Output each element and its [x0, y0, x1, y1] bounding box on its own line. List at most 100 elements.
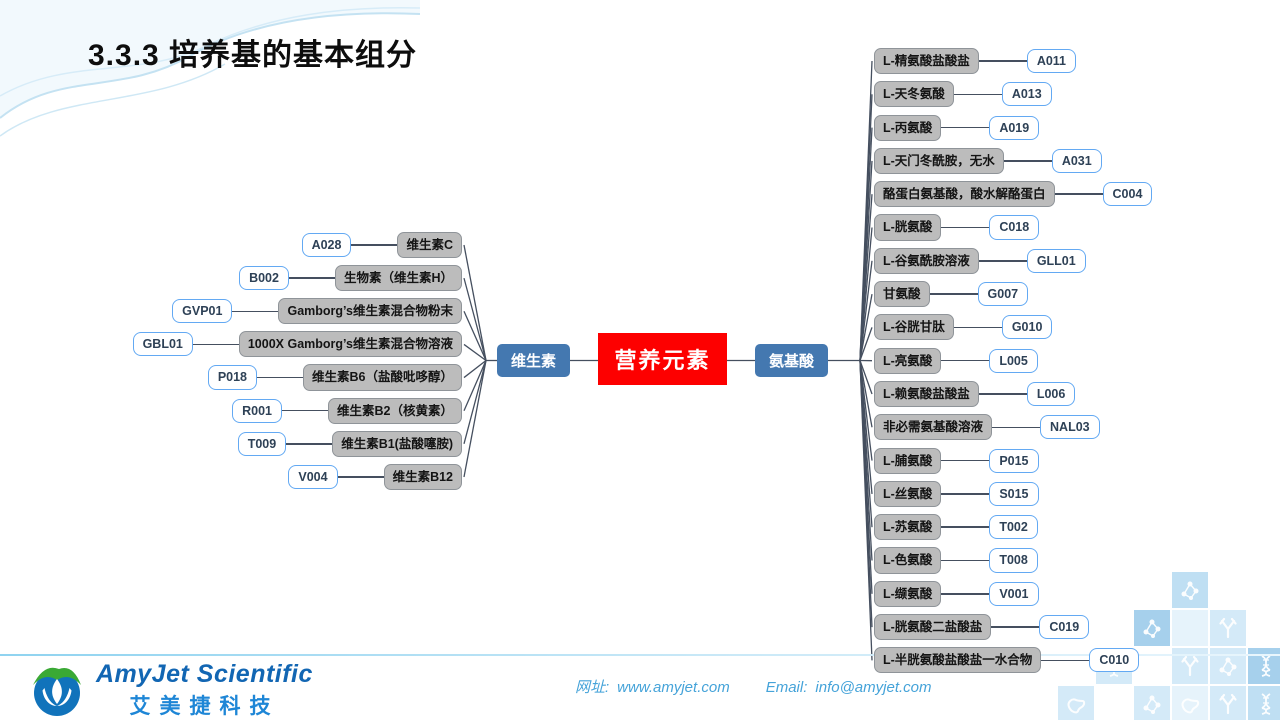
- item-label: L-谷胱甘肽: [874, 314, 954, 341]
- item-label: L-精氨酸盐酸盐: [874, 47, 979, 75]
- row-connector: [232, 310, 279, 313]
- molecule-icon-tile: [1172, 572, 1208, 608]
- row-connector: [978, 60, 1027, 62]
- item-label: 酪蛋白氨基酸，酸水解酪蛋白: [874, 181, 1055, 208]
- page-title: 3.3.3 培养基的基本组分: [88, 39, 418, 72]
- item-label: 生物素（维生素H）: [334, 265, 462, 292]
- molecule-icon: [1181, 581, 1199, 600]
- dna-icon: [1261, 655, 1271, 677]
- protein-icon-tile: [1172, 686, 1208, 720]
- code-badge: A013: [1001, 82, 1052, 107]
- item-label: L-半胱氨酸盐酸盐一水合物: [874, 647, 1042, 674]
- amino-acid-row: L-胱氨酸二盐酸盐 C019: [874, 614, 1090, 641]
- row-connector: [978, 260, 1027, 262]
- row-connector: [953, 93, 1002, 96]
- root-node-nutrients: 营养元素: [598, 333, 727, 385]
- amino-acid-row: 甘氨酸 G007: [874, 281, 1029, 308]
- code-badge: T002: [989, 515, 1038, 540]
- row-connector: [991, 626, 1040, 628]
- amino-acid-row: L-天冬氨酸 A013: [874, 81, 1052, 108]
- item-label: L-天门冬酰胺，无水: [874, 147, 1004, 174]
- item-label: L-缬氨酸: [874, 580, 942, 607]
- code-badge: C010: [1089, 648, 1140, 673]
- item-label: L-丙氨酸: [874, 114, 942, 141]
- row-connector: [941, 226, 990, 229]
- row-connector: [257, 376, 304, 379]
- antibody-icon: [1219, 617, 1237, 639]
- item-label: L-胱氨酸二盐酸盐: [874, 614, 992, 641]
- row-connector: [192, 343, 239, 346]
- row-connector: [978, 393, 1027, 395]
- amino-acid-row: L-缬氨酸 V001: [874, 580, 1039, 607]
- molecule-icon: [1219, 657, 1237, 676]
- code-badge: A019: [989, 115, 1040, 140]
- row-connector: [1003, 160, 1052, 162]
- antibody-icon-tile: [1210, 686, 1246, 720]
- amino-acid-row: L-半胱氨酸盐酸盐一水合物 C010: [874, 647, 1140, 674]
- vitamin-row: T009 维生素B1(盐酸噻胺): [237, 430, 462, 457]
- item-label: 维生素B12: [383, 463, 462, 491]
- company-logo: AmyJet Scientific 艾美捷科技: [28, 660, 313, 720]
- logo-icon: [33, 667, 81, 716]
- row-connector: [941, 526, 990, 528]
- code-badge: C004: [1102, 182, 1153, 207]
- row-connector: [941, 359, 990, 362]
- item-label: 甘氨酸: [874, 281, 930, 308]
- item-label: L-天冬氨酸: [874, 81, 954, 108]
- dna-icon-tile: [1248, 686, 1280, 720]
- website-label: 网址:: [575, 679, 610, 696]
- protein-icon: [1067, 698, 1086, 714]
- row-connector: [1054, 193, 1103, 195]
- antibody-icon: [1219, 693, 1237, 715]
- item-label: 维生素B6（盐酸吡哆醇）: [303, 364, 462, 391]
- code-badge: R001: [232, 398, 283, 423]
- row-connector: [941, 493, 990, 495]
- code-badge: V001: [989, 581, 1039, 606]
- row-connector: [288, 277, 335, 279]
- amino-acid-row: L-丝氨酸 S015: [874, 480, 1039, 507]
- row-connector: [282, 409, 329, 412]
- item-label: L-亮氨酸: [874, 347, 942, 374]
- code-badge: V004: [288, 464, 338, 490]
- row-connector: [941, 459, 990, 462]
- code-badge: GLL01: [1026, 248, 1086, 273]
- item-label: 1000X Gamborg’s维生素混合物溶液: [238, 331, 462, 358]
- email-label: Email:: [765, 679, 808, 696]
- item-label: L-丝氨酸: [874, 480, 942, 507]
- antibody-icon: [1181, 655, 1199, 677]
- item-label: Gamborg’s维生素混合物粉末: [278, 298, 462, 325]
- code-badge: T009: [237, 431, 287, 456]
- code-badge: L005: [989, 348, 1038, 373]
- code-badge: A028: [301, 232, 352, 258]
- logo-name-en: AmyJet Scientific: [96, 660, 313, 688]
- item-label: L-胱氨酸: [874, 214, 942, 241]
- code-badge: L006: [1026, 381, 1076, 407]
- amino-acid-row: L-丙氨酸 A019: [874, 114, 1040, 141]
- row-connector: [929, 293, 978, 295]
- protein-icon: [1181, 698, 1200, 714]
- code-badge: G007: [977, 282, 1029, 307]
- code-badge: G010: [1001, 315, 1053, 340]
- antibody-icon-tile: [1210, 610, 1246, 646]
- code-badge: NAL03: [1040, 415, 1100, 440]
- code-badge: P015: [989, 448, 1039, 473]
- item-label: 维生素B1(盐酸噻胺): [332, 430, 462, 457]
- row-connector: [941, 593, 990, 595]
- row-connector: [992, 426, 1041, 429]
- row-connector: [1041, 659, 1090, 662]
- code-badge: T008: [989, 548, 1038, 573]
- code-badge: C019: [1039, 615, 1090, 640]
- code-badge: S015: [989, 481, 1039, 506]
- molecule-icon: [1143, 695, 1161, 714]
- row-connector: [337, 476, 384, 478]
